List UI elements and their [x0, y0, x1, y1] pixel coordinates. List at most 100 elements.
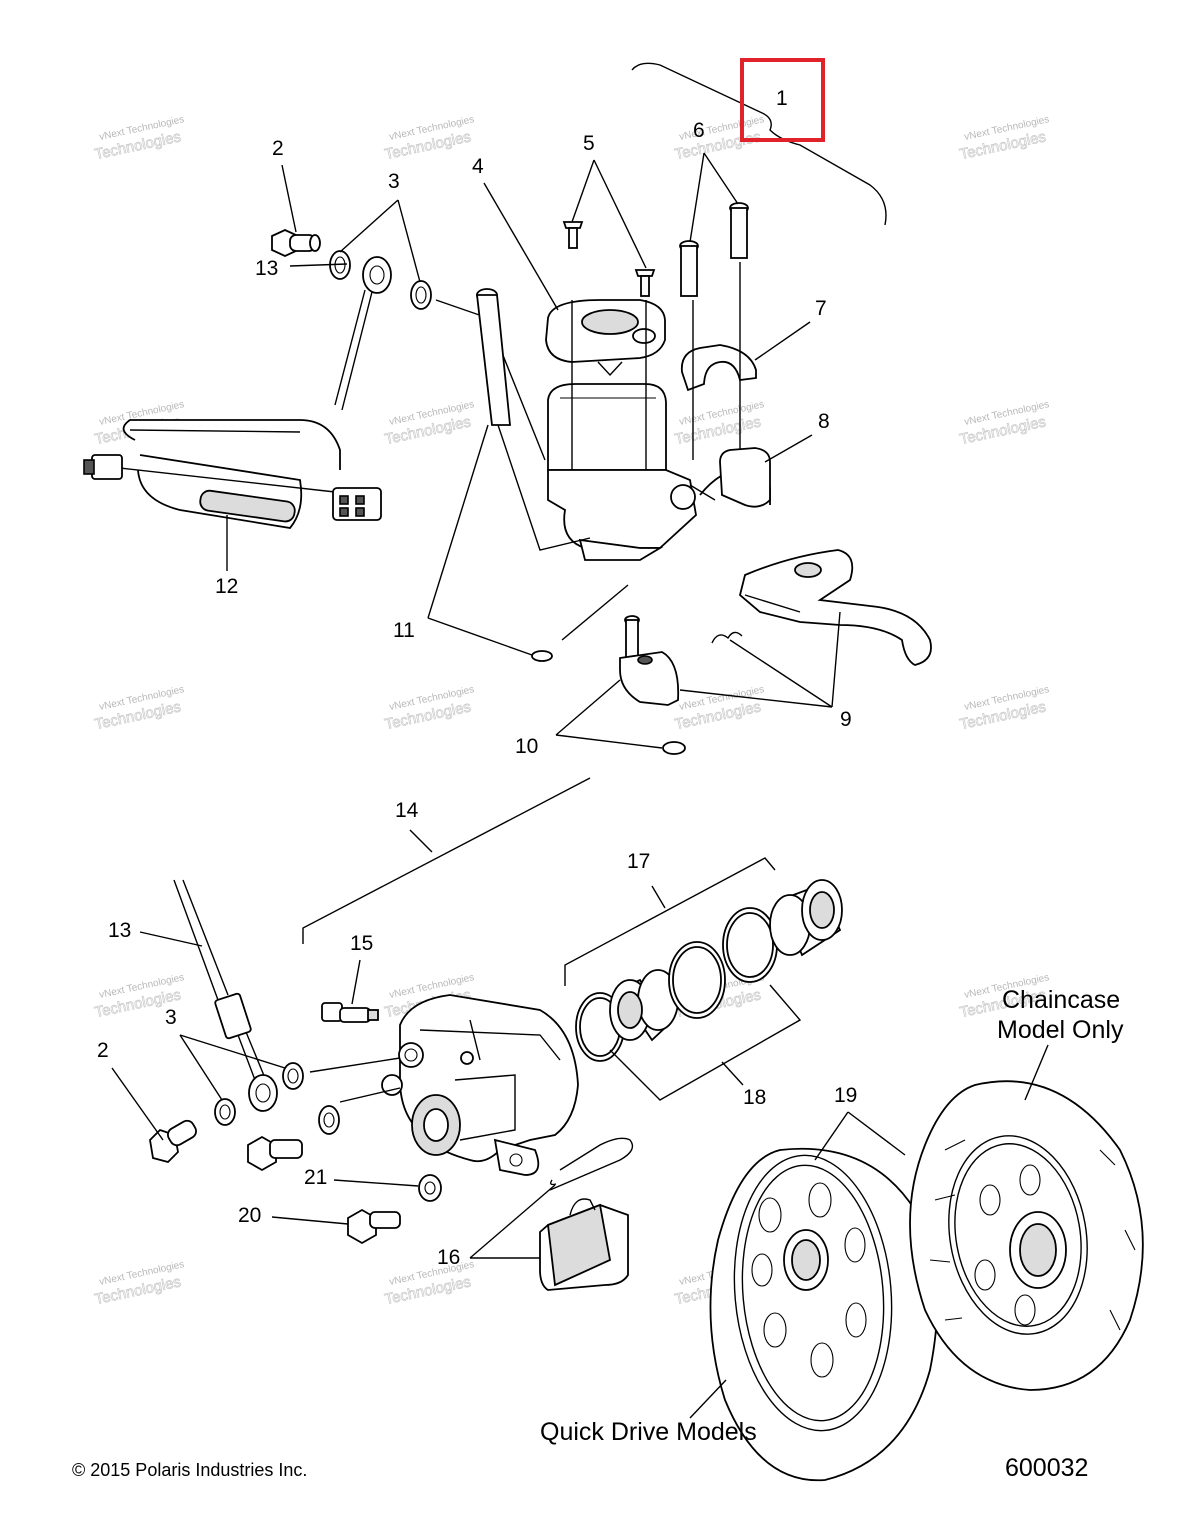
part-plunger	[619, 651, 680, 706]
part-banjo-bolt	[271, 229, 321, 257]
leader-13	[289, 263, 348, 267]
caption-chaincase-line2: Model Only	[997, 1016, 1124, 1044]
callout-20[interactable]: 20	[238, 1204, 261, 1227]
part-brake-lever	[738, 549, 932, 666]
callout-9[interactable]: 9	[840, 708, 852, 731]
part-washer	[214, 1098, 236, 1126]
part-piston	[609, 969, 679, 1042]
part-mounting-bolt	[347, 1208, 401, 1245]
leader-18	[721, 1061, 744, 1086]
watermark: vNext Technologies Technologies	[958, 399, 1050, 448]
part-piston	[769, 879, 843, 957]
watermark: vNext Technologies Technologies	[673, 684, 765, 733]
part-seal-ring	[668, 941, 726, 1019]
watermarks: vNext Technologies Technologies vNext Te…	[93, 114, 1050, 1308]
part-caliper-body	[381, 994, 579, 1176]
part-washer	[282, 1062, 304, 1090]
leader-11	[427, 424, 533, 656]
part-reservoir-cover	[545, 299, 666, 377]
part-washer-hole	[323, 1112, 335, 1128]
leader-chaincase	[1024, 1044, 1049, 1101]
callout-17[interactable]: 17	[627, 850, 650, 873]
assembly-17-bracket	[564, 857, 776, 986]
part-seal-ring	[722, 907, 778, 983]
part-washer-hole	[415, 286, 427, 304]
assembly-14-bracket	[302, 777, 591, 944]
connector-line	[309, 1057, 401, 1103]
watermark: vNext Technologies Technologies	[383, 114, 475, 163]
leader-17	[651, 885, 666, 909]
leader-5	[571, 159, 647, 269]
callout-13-lower[interactable]: 13	[108, 919, 131, 942]
callout-2[interactable]: 2	[272, 137, 284, 160]
connector-line	[497, 424, 591, 551]
copyright-text: © 2015 Polaris Industries Inc.	[72, 1460, 307, 1480]
watermark: vNext Technologies Technologies	[93, 684, 185, 733]
callout-19[interactable]: 19	[834, 1084, 857, 1107]
watermark: vNext Technologies Technologies	[383, 399, 475, 448]
part-brake-line	[173, 879, 278, 1112]
callout-18[interactable]: 18	[743, 1086, 766, 1109]
part-retaining-clip	[531, 650, 553, 662]
part-bleeder-screw	[321, 1002, 379, 1023]
leader-21	[333, 1179, 419, 1187]
callout-5[interactable]: 5	[583, 132, 595, 155]
callout-6[interactable]: 6	[693, 119, 705, 142]
leader-13-lower	[139, 931, 203, 947]
leader-10	[555, 679, 663, 749]
callout-10[interactable]: 10	[515, 735, 538, 758]
part-clamp-bolt	[679, 240, 699, 297]
watermark: vNext Technologies Technologies	[93, 1259, 185, 1308]
callout-4[interactable]: 4	[472, 155, 484, 178]
part-banjo-bolt	[149, 1119, 197, 1164]
highlight-box	[740, 58, 825, 142]
part-washer-hole	[287, 1068, 299, 1084]
callout-14[interactable]: 14	[395, 799, 419, 822]
callout-11[interactable]: 11	[393, 619, 415, 642]
leader-3-lower	[179, 1034, 286, 1101]
callout-13[interactable]: 13	[255, 257, 278, 280]
figure-number: 600032	[1005, 1454, 1088, 1482]
part-rotor-chaincase	[909, 1080, 1144, 1391]
callout-3[interactable]: 3	[388, 170, 400, 193]
leader-15	[351, 959, 361, 1005]
leader-14	[409, 829, 433, 853]
part-cover-screw	[634, 269, 656, 297]
connector-line	[561, 584, 629, 641]
leader-3	[339, 199, 421, 283]
part-switch-connector	[332, 487, 382, 521]
callout-2-lower[interactable]: 2	[97, 1039, 109, 1062]
part-lower-clamp	[719, 447, 771, 508]
callout-21[interactable]: 21	[304, 1166, 327, 1189]
part-brake-switch-harness	[83, 419, 382, 529]
part-rotor-quick-drive	[709, 1147, 939, 1482]
part-washer-hole	[219, 1104, 231, 1120]
callout-3-lower[interactable]: 3	[165, 1006, 177, 1029]
part-retaining-clip	[662, 741, 686, 755]
leader-6	[689, 152, 739, 243]
part-washer	[410, 280, 432, 310]
callout-1[interactable]: 1	[776, 87, 788, 110]
callout-12[interactable]: 12	[215, 575, 238, 598]
part-brake-pad	[539, 1198, 629, 1291]
watermark: vNext Technologies Technologies	[93, 114, 185, 163]
internal-line	[692, 262, 741, 460]
callout-16[interactable]: 16	[437, 1246, 460, 1269]
watermark: vNext Technologies Technologies	[673, 399, 765, 448]
callout-15[interactable]: 15	[350, 932, 373, 955]
part-cover-screw	[562, 221, 584, 249]
assembly-18-bracket	[609, 984, 802, 1101]
part-washer	[318, 1105, 340, 1135]
watermark: vNext Technologies Technologies	[383, 684, 475, 733]
part-mounting-bolt	[247, 1135, 303, 1172]
part-lever-spring	[711, 631, 743, 644]
leader-19	[814, 1111, 906, 1161]
internal-line	[571, 300, 647, 470]
callout-8[interactable]: 8	[818, 410, 830, 433]
watermark: vNext Technologies Technologies	[383, 1259, 475, 1308]
part-pivot-pin	[475, 288, 511, 426]
watermark: vNext Technologies Technologies	[958, 684, 1050, 733]
leader-2-lower	[111, 1067, 164, 1141]
callout-7[interactable]: 7	[815, 297, 827, 320]
